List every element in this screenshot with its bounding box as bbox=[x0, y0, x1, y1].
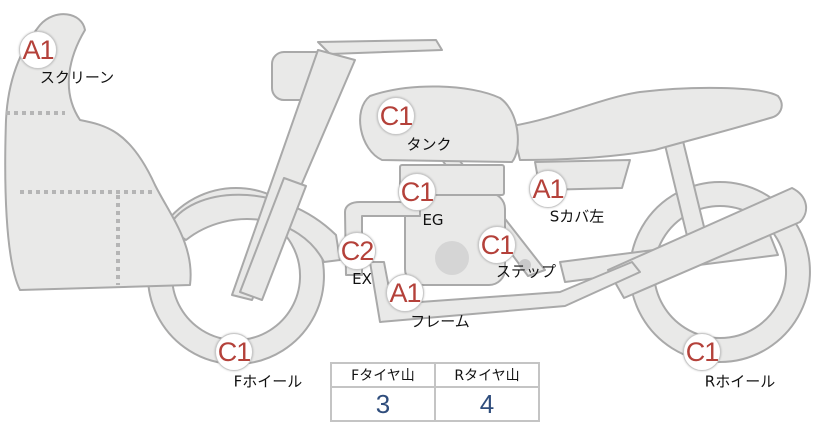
seat bbox=[511, 86, 783, 161]
grade-badge-screen: A1 bbox=[19, 31, 57, 69]
front-tread-header: Fタイヤ山 bbox=[330, 362, 436, 388]
part-label-exhaust: EX bbox=[352, 270, 372, 288]
windscreen bbox=[4, 13, 192, 291]
part-label-engine: EG bbox=[422, 211, 444, 229]
grade-badge-tank: C1 bbox=[377, 97, 415, 135]
rear-tread-value: 4 bbox=[434, 386, 540, 422]
part-label-step: ステップ bbox=[495, 262, 557, 281]
frame-lower-loop bbox=[369, 261, 641, 323]
grade-badge-exhaust: C2 bbox=[338, 232, 376, 270]
part-label-front-wheel: Fホイール bbox=[233, 372, 303, 391]
grade-badge-step: C1 bbox=[478, 226, 516, 264]
part-label-frame: フレーム bbox=[410, 312, 470, 331]
grade-badge-rear-wheel: C1 bbox=[683, 333, 721, 371]
handlebar bbox=[317, 39, 443, 55]
part-label-side-cover: Sカバ左 bbox=[549, 207, 605, 226]
rear-tread-header: Rタイヤ山 bbox=[434, 362, 540, 388]
engine-cover bbox=[435, 241, 469, 275]
grade-badge-side-cover: A1 bbox=[529, 170, 567, 208]
tire-tread-table: Fタイヤ山 Rタイヤ山 3 4 bbox=[330, 362, 540, 422]
front-tread-value: 3 bbox=[330, 386, 436, 422]
part-label-tank: タンク bbox=[406, 135, 452, 154]
grade-badge-engine: C1 bbox=[398, 173, 436, 211]
part-label-screen: スクリーン bbox=[39, 68, 115, 87]
grade-badge-frame: A1 bbox=[386, 274, 424, 312]
fork-lower bbox=[239, 177, 307, 301]
part-label-rear-wheel: Rホイール bbox=[704, 372, 776, 391]
step-peg bbox=[519, 259, 531, 271]
grade-badge-front-wheel: C1 bbox=[215, 333, 253, 371]
rear-fender bbox=[607, 187, 808, 299]
